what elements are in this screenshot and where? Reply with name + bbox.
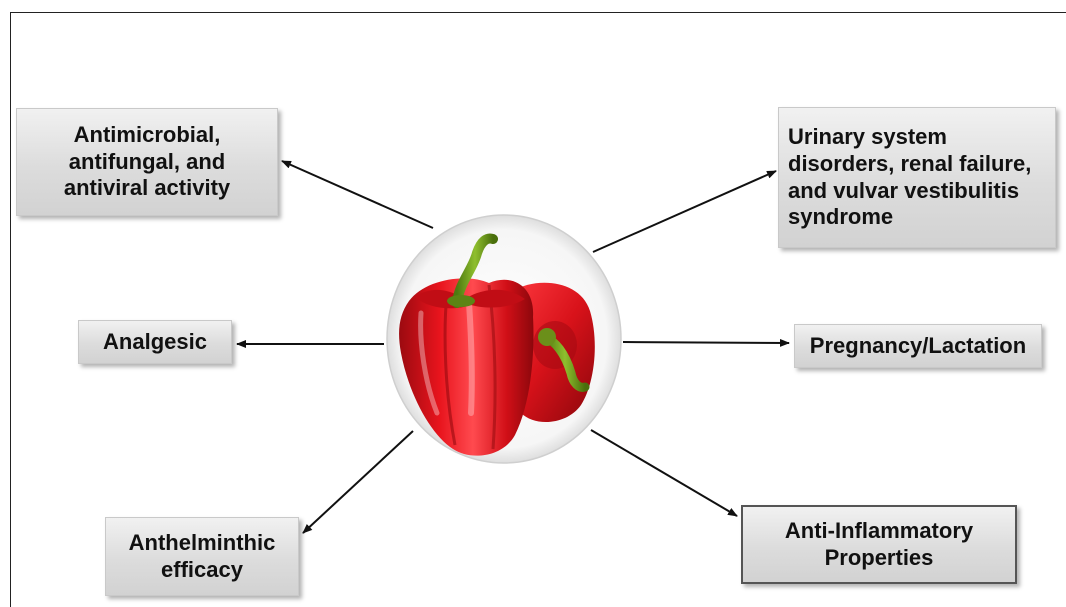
anthelminthic-efficacy-box: Anthelminthic efficacy	[105, 517, 299, 596]
anti-inflammatory-box: Anti-Inflammatory Properties	[741, 505, 1017, 584]
analgesic-box: Analgesic	[78, 320, 232, 364]
urinary-disorders-box: Urinary system disorders, renal failure,…	[778, 107, 1056, 248]
arrow-to-pregnancy	[623, 342, 789, 343]
antimicrobial-activity-box: Antimicrobial, antifungal, and antiviral…	[16, 108, 278, 216]
bell-pepper-image	[385, 213, 623, 465]
pregnancy-lactation-box: Pregnancy/Lactation	[794, 324, 1042, 368]
